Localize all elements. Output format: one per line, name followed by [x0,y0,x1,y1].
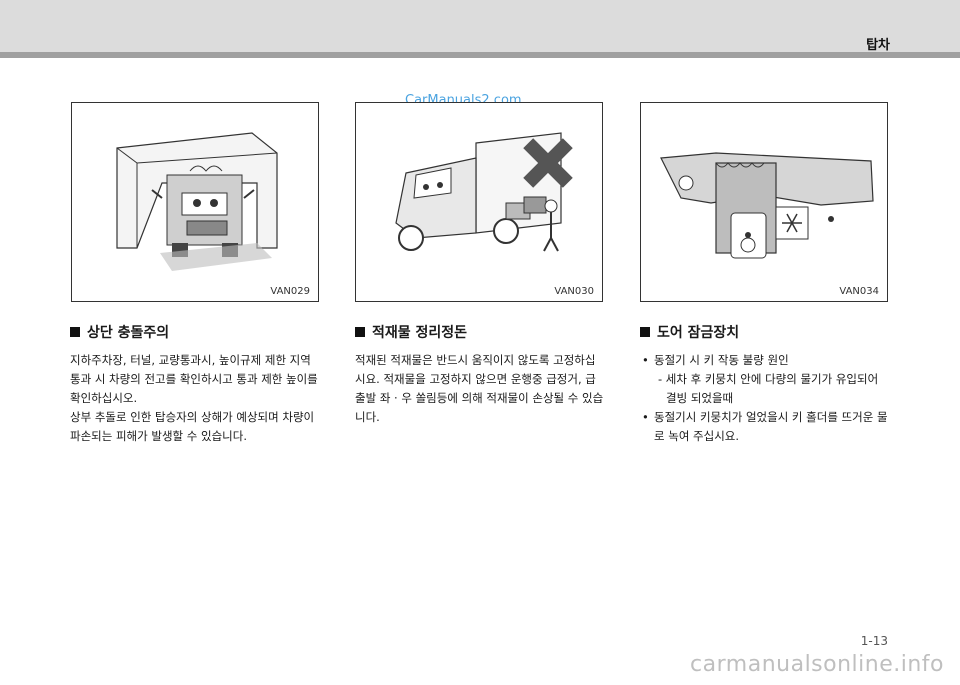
list-item-text: 동절기 시 키 작동 불량 원인 [654,353,789,367]
figure-height-warning: VAN029 [71,102,319,302]
list-item-subtext: - 세차 후 키뭉치 안에 다량의 물기가 유입되어 결빙 되었을때 [658,372,879,405]
square-bullet-icon [640,327,650,337]
square-bullet-icon [70,327,80,337]
bullet-list: • 동절기 시 키 작동 불량 원인 - 세차 후 키뭉치 안에 다량의 물기가… [640,351,890,446]
truck-tunnel-illustration [116,132,278,271]
x-mark-icon [523,138,573,188]
section-title: 적재물 정리정돈 [355,322,605,342]
bullet-dot-icon: • [642,410,649,424]
section-title-text: 적재물 정리정돈 [372,325,468,341]
section-title-text: 도어 잠금장치 [657,325,740,341]
section-cargo-securing: 적재물 정리정돈 적재된 적재물은 반드시 움직이지 않도록 고정하십시요. 적… [355,322,605,427]
paragraph: 지하주차장, 터널, 교량통과시, 높이규제 제한 지역 통과 시 차량의 전고… [70,353,318,405]
header-divider [0,52,960,58]
section-title: 도어 잠금장치 [640,322,890,342]
paragraph: 상부 추돌로 인한 탑승자의 상해가 예상되며 차량이 파손되는 피해가 발생할… [70,410,315,443]
square-bullet-icon [355,327,365,337]
figure-code: VAN029 [270,286,310,297]
footer-site-watermark[interactable]: carmanualsonline.info [690,652,944,677]
page-number: 1-13 [860,634,888,648]
header-bar [0,0,960,52]
list-item: • 동절기 시 키 작동 불량 원인 - 세차 후 키뭉치 안에 다량의 물기가… [640,351,890,408]
figure-door-lock: VAN034 [640,102,888,302]
paragraph: 적재된 적재물은 반드시 움직이지 않도록 고정하십시요. 적재물을 고정하지 … [355,353,604,424]
snowflake-icon [775,206,809,240]
frozen-lock-illustration [660,152,874,259]
figure-code: VAN030 [554,286,594,297]
section-title-text: 상단 충돌주의 [87,325,170,341]
section-height-warning: 상단 충돌주의 지하주차장, 터널, 교량통과시, 높이규제 제한 지역 통과 … [70,322,320,446]
page-header-title: 탑차 [866,38,890,53]
cargo-truck-illustration [395,132,573,252]
bullet-dot-icon: • [642,353,649,367]
section-door-lock: 도어 잠금장치 • 동절기 시 키 작동 불량 원인 - 세차 후 키뭉치 안에… [640,322,890,446]
list-item-text: 동절기시 키뭉치가 얼었을시 키 홀더를 뜨거운 물로 녹여 주십시요. [654,410,888,443]
figure-cargo-securing: VAN030 [355,102,603,302]
figure-code: VAN034 [839,286,879,297]
section-title: 상단 충돌주의 [70,322,320,342]
list-item: • 동절기시 키뭉치가 얼었을시 키 홀더를 뜨거운 물로 녹여 주십시요. [640,408,890,446]
